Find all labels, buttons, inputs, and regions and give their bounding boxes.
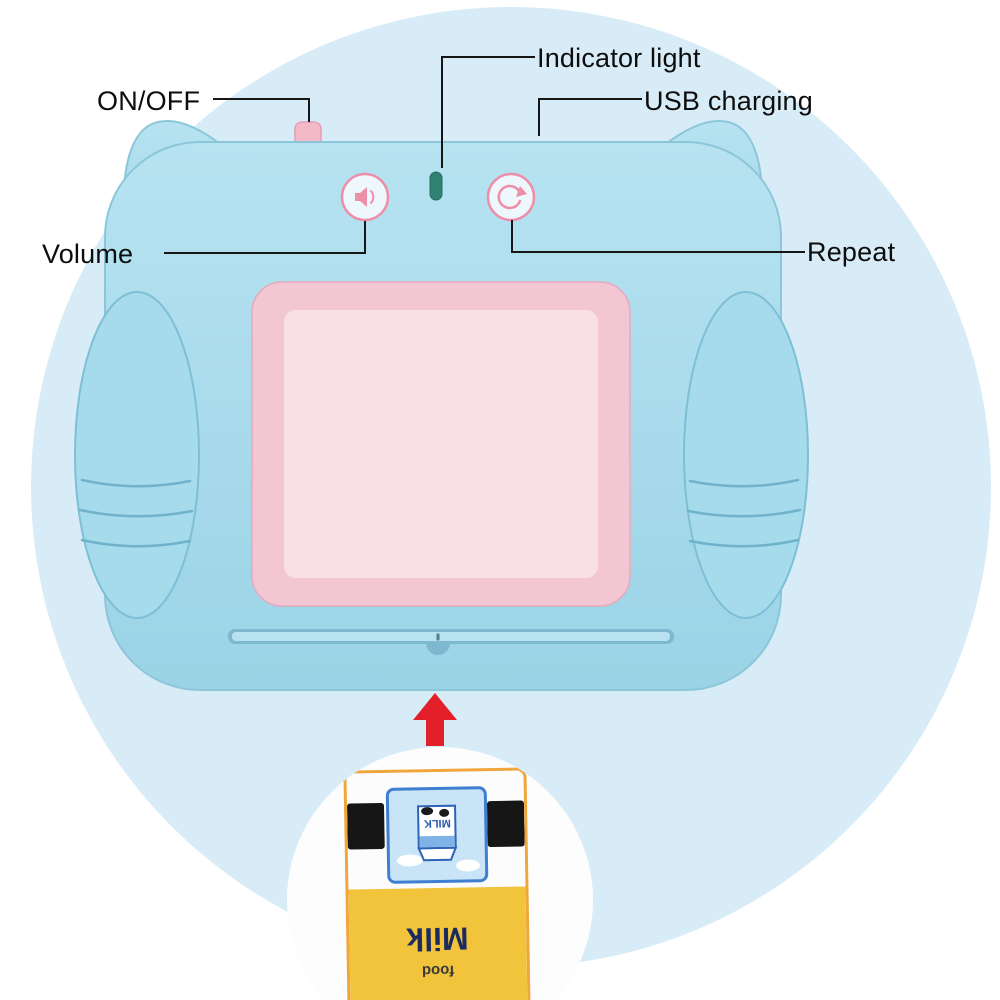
flash-card-bottom: Milk food: [348, 886, 529, 1000]
callout-line: [443, 56, 535, 58]
right-paw: [683, 291, 809, 619]
screen: [284, 310, 598, 578]
callout-line: [540, 98, 642, 100]
paw-creases: [78, 478, 802, 548]
flash-card: MILK Milk food: [343, 767, 532, 1000]
callout-line: [308, 98, 310, 122]
card-left-tab: [346, 802, 385, 850]
callout-volume: Volume: [42, 239, 134, 269]
callout-indicator-light: Indicator light: [537, 43, 701, 73]
speaker-icon: [355, 187, 375, 207]
callout-line: [511, 220, 513, 253]
card-slot: [228, 629, 674, 655]
carton-label: MILK: [424, 817, 451, 829]
callout-on-off: ON/OFF: [97, 86, 201, 116]
indicator-light: [429, 171, 443, 201]
insert-arrow: [413, 693, 457, 746]
flashcard-device: [74, 119, 809, 746]
callout-line: [164, 252, 366, 254]
card-word: Milk: [406, 920, 470, 958]
card-inset-circle: MILK Milk food: [287, 747, 593, 1000]
card-right-tab: [486, 800, 525, 848]
repeat-icon: [497, 184, 527, 210]
milk-carton-illustration: MILK: [385, 786, 489, 884]
callout-usb-charging: USB charging: [644, 86, 813, 116]
callout-repeat: Repeat: [807, 237, 896, 267]
card-category: food: [422, 961, 455, 980]
volume-button: [340, 172, 390, 222]
flash-card-top: MILK: [346, 770, 526, 890]
callout-line: [513, 251, 805, 253]
repeat-button: [486, 172, 536, 222]
callout-line: [441, 56, 443, 168]
callout-line: [364, 221, 366, 254]
left-paw: [74, 291, 200, 619]
callout-line: [213, 98, 310, 100]
callout-line: [538, 98, 540, 136]
